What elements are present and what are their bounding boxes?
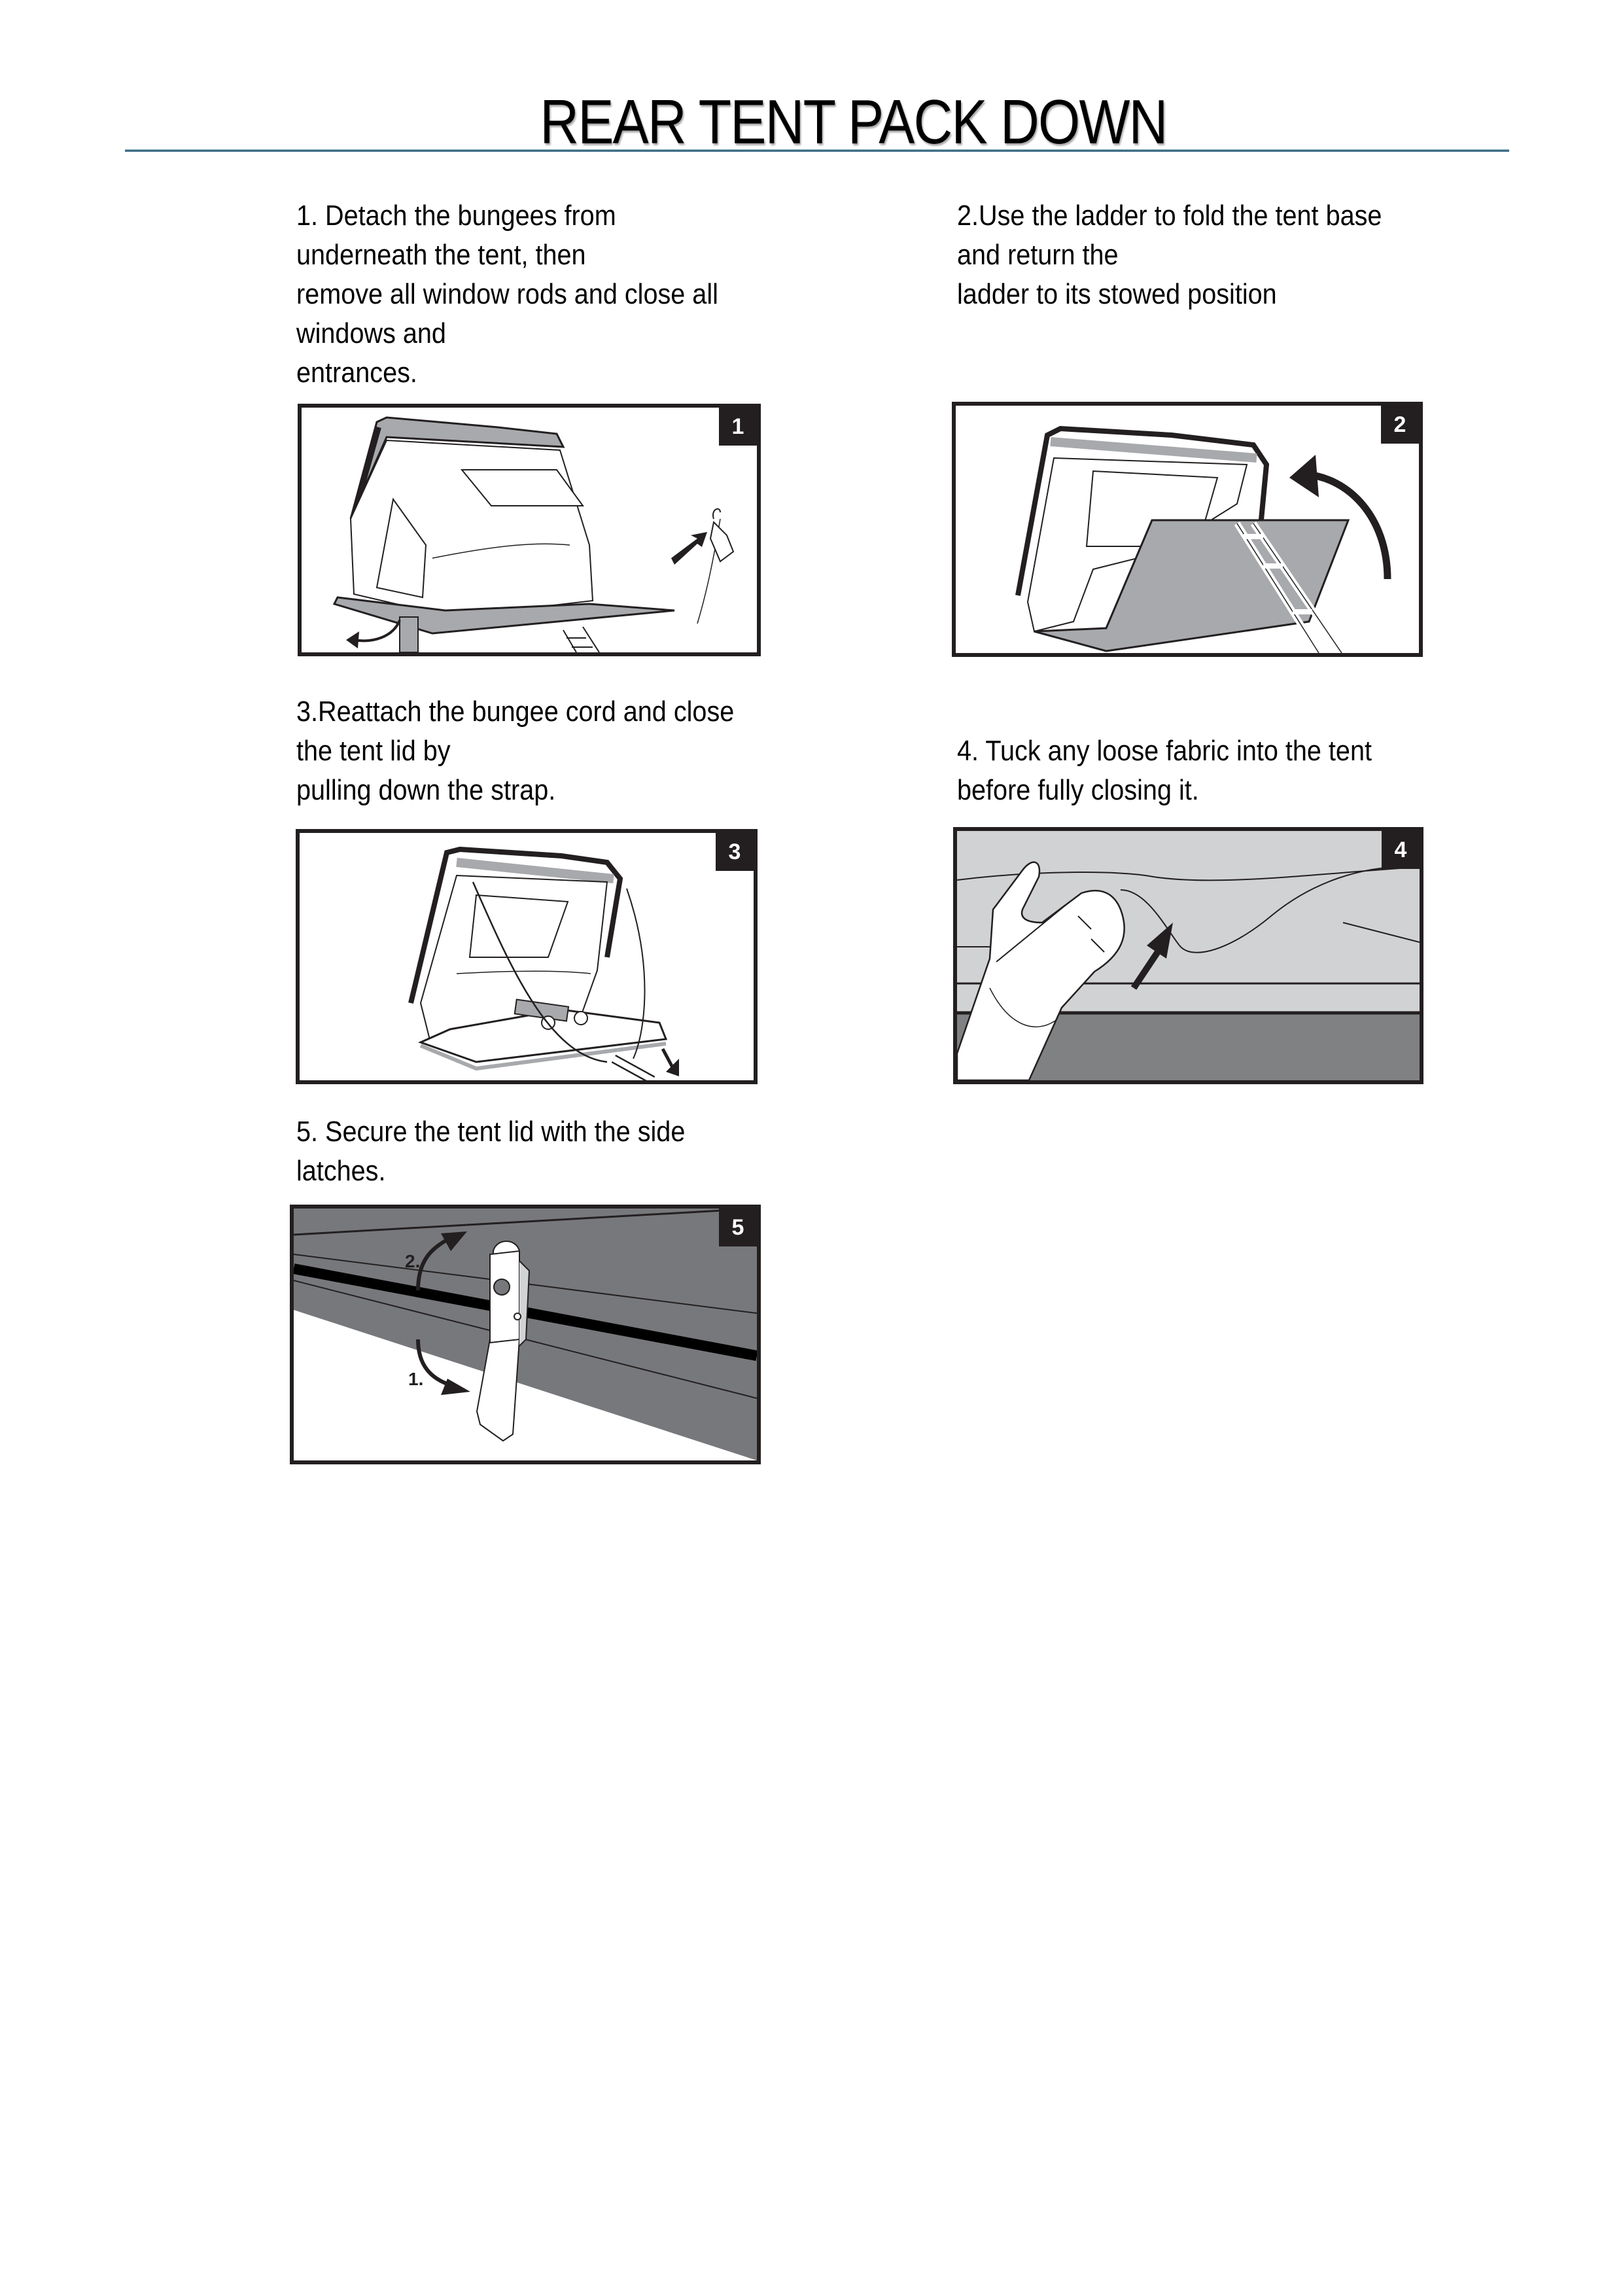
- side-latch-icon: 2. 1.: [294, 1209, 757, 1460]
- latch-step-2-label: 2.: [405, 1251, 420, 1271]
- title-divider: [125, 149, 1509, 152]
- step-4-illustration: 4: [953, 827, 1423, 1084]
- step-4-badge: 4: [1382, 831, 1420, 869]
- fold-base-icon: [1015, 425, 1391, 653]
- close-lid-icon: [408, 846, 679, 1080]
- step-5-illustration: 2. 1. 5: [290, 1205, 761, 1464]
- latch-step-1-label: 1.: [408, 1369, 423, 1389]
- step-2-illustration: 2: [952, 402, 1423, 657]
- step-5-instructions: 5. Secure the tent lid with the side lat…: [296, 1116, 686, 1187]
- step-1-instructions: 1. Detach the bungees from underneath th…: [296, 200, 718, 389]
- tent-open-icon: [332, 416, 735, 652]
- page-title: REAR TENT PACK DOWN: [540, 87, 1168, 158]
- step-3-badge: 3: [716, 833, 754, 871]
- step-2-instructions: 2.Use the ladder to fold the tent base a…: [957, 200, 1382, 310]
- step-4-instructions: 4. Tuck any loose fabric into the tent b…: [957, 735, 1372, 806]
- step-2-badge: 2: [1381, 406, 1419, 444]
- step-3-illustration: 3: [296, 829, 758, 1084]
- step-5-badge: 5: [719, 1209, 757, 1246]
- step-1-badge: 1: [719, 408, 757, 446]
- step-3-instructions: 3.Reattach the bungee cord and close the…: [296, 696, 735, 806]
- step-1-illustration: 1: [298, 404, 761, 656]
- hand-tuck-fabric-icon: [957, 831, 1420, 1080]
